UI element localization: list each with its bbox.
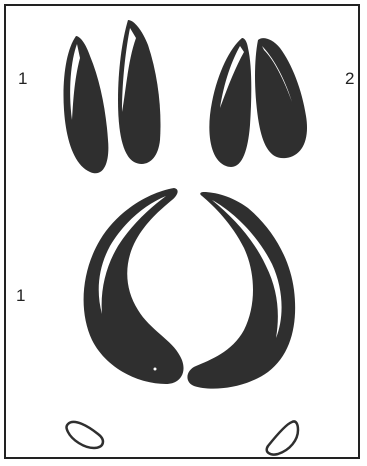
hoof-toe-top-right-a	[209, 38, 251, 167]
track-2-top	[209, 38, 307, 167]
dewclaw-left	[67, 422, 103, 448]
hoof-speck	[154, 368, 157, 371]
hoof-toe-top-right-b	[255, 38, 307, 158]
track-1-middle	[84, 188, 296, 389]
track-1-top	[64, 20, 161, 173]
hoof-toe-top-left-a	[64, 36, 109, 173]
dewclaws-bottom	[67, 421, 299, 454]
dewclaw-right	[267, 421, 298, 454]
